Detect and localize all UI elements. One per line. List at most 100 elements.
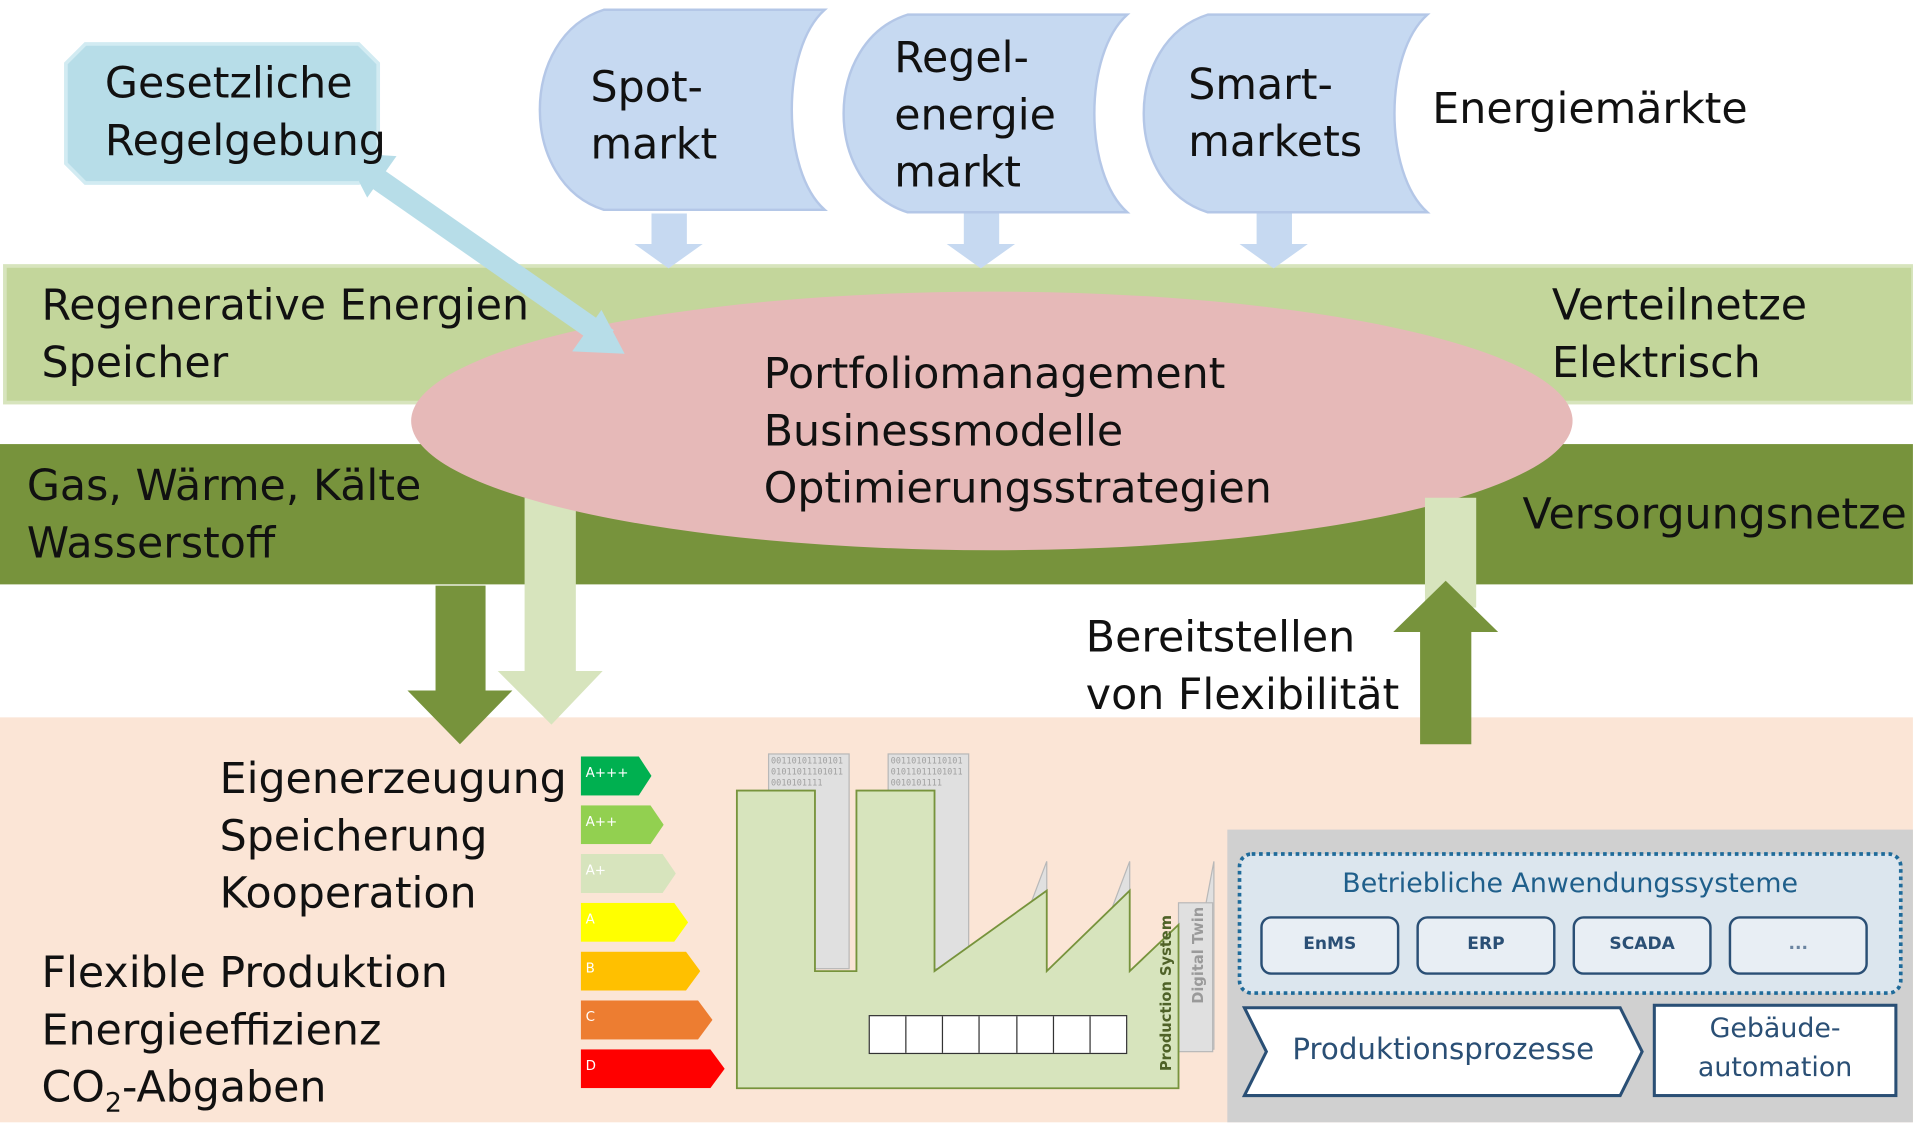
storage-bottom-line: Speicherung — [219, 812, 488, 862]
flexibility-label: Bereitstellen von Flexibilität — [1086, 610, 1399, 725]
building-automation-label: Gebäude- automation — [1654, 1010, 1896, 1088]
flexible-production-line: Flexible Produktion — [41, 949, 448, 998]
co2-subscript: 2 — [104, 1088, 122, 1119]
band-electric-left-label: Regenerative Energien Speicher — [41, 278, 529, 393]
factory-window — [1017, 1016, 1054, 1053]
hydrogen-line: Wasserstoff — [26, 519, 276, 569]
energy-label-a2plus — [580, 805, 664, 845]
electric-line: Elektrisch — [1551, 339, 1761, 388]
flex-up-arrow — [1393, 580, 1499, 745]
erp-box-shape — [1416, 916, 1556, 975]
production-system-label: Production System — [1157, 915, 1175, 1072]
energy-label-text-a3plus: A+++ — [585, 764, 629, 781]
smart-down-arrow — [1239, 213, 1308, 269]
production-process-shape — [1241, 1006, 1644, 1098]
legal-double-arrow — [344, 152, 625, 354]
building-automation-shape — [1652, 1003, 1898, 1098]
spot-line-1: Spot- — [590, 63, 703, 113]
regel-line-2: energie — [894, 91, 1056, 141]
self-generation-list: Eigenerzeugung Speicherung Kooperation — [220, 752, 567, 924]
scada-box-shape — [1572, 916, 1712, 975]
spot-down-arrow — [634, 213, 703, 269]
binary-text-right: 00110101110101010110111010110010101111 — [890, 756, 963, 789]
scada-box: SCADA — [1609, 934, 1675, 955]
factory-window — [943, 1016, 981, 1053]
energy-efficiency-line: Energieeffizienz — [41, 1006, 382, 1056]
more-box-shape — [1728, 916, 1868, 975]
factory-body — [735, 789, 1180, 1090]
regel-market-shape — [842, 13, 1131, 214]
enms-box-shape — [1260, 916, 1400, 975]
spot-market-label: Spot- markt — [590, 60, 717, 175]
regel-line-1: Regel- — [894, 34, 1029, 83]
factory-window — [1054, 1016, 1091, 1053]
factory-window — [907, 1016, 944, 1053]
co2-rest: -Abgaben — [122, 1063, 327, 1113]
portfolio-label: Portfoliomanagement Businessmodelle Opti… — [764, 346, 1272, 518]
production-process-label: Produktionsprozesse — [1292, 1032, 1595, 1067]
energy-label-text-aplus: A+ — [585, 862, 607, 879]
legal-box — [64, 42, 381, 185]
portfolio-line-3: Optimierungsstrategien — [763, 464, 1272, 514]
erp-box: ERP — [1467, 934, 1505, 955]
portfolio-ellipse — [411, 291, 1573, 551]
storage-line: Speicher — [41, 339, 229, 388]
light-down-arrow — [497, 497, 603, 725]
smart-market-label: Smart- markets — [1188, 57, 1362, 172]
energy-label-text-c: C — [585, 1008, 595, 1025]
gas-heat-line: Gas, Wärme, Kälte — [26, 462, 422, 512]
enms-box: EnMS — [1303, 934, 1357, 955]
regel-market-label: Regel- energie markt — [894, 31, 1056, 203]
co2-line: CO2-Abgaben — [41, 1060, 447, 1123]
energy-label-c — [580, 1000, 713, 1040]
factory-window — [1090, 1016, 1126, 1053]
cooperation-line: Kooperation — [219, 869, 477, 919]
energy-label-text-a2plus: A++ — [585, 813, 618, 830]
factory-window — [980, 1016, 1017, 1053]
energy-label-text-a: A — [585, 911, 595, 928]
co2-main: CO — [41, 1063, 105, 1113]
more-box: ... — [1788, 934, 1809, 955]
energy-label-b — [580, 951, 701, 991]
energy-label-text-d: D — [585, 1057, 596, 1074]
it-systems-title: Betriebliche Anwendungssysteme — [1342, 868, 1798, 900]
legal-line-2: Regelgebung — [104, 117, 386, 166]
distribution-line: Verteilnetze — [1551, 281, 1808, 331]
flexible-production-list: Flexible Produktion Energieeffizienz CO2… — [41, 946, 447, 1123]
energy-markets-title: Energiemärkte — [1432, 85, 1748, 135]
energy-label-a3plus — [580, 756, 652, 796]
energy-label-a — [580, 902, 689, 942]
energy-label-d — [580, 1049, 725, 1089]
band-electric-right-label: Verteilnetze Elektrisch — [1552, 278, 1807, 393]
spot-line-2: markt — [590, 120, 718, 170]
flex-line-1: Bereitstellen — [1085, 613, 1356, 663]
regel-line-3: markt — [894, 148, 1022, 198]
portfolio-line-1: Portfoliomanagement — [763, 350, 1226, 399]
binary-text-left: 00110101110101010110111010110010101111 — [771, 756, 844, 789]
band-supply-left-label: Gas, Wärme, Kälte Wasserstoff — [27, 459, 421, 574]
building-line-1: Gebäude- — [1709, 1013, 1841, 1045]
energy-label-scale: A+++ A++ A+ A B C D — [580, 756, 727, 1089]
building-line-2: automation — [1697, 1052, 1853, 1084]
dark-down-arrow — [407, 585, 513, 745]
factory-window — [870, 1016, 907, 1053]
smart-line-2: markets — [1188, 118, 1363, 168]
energy-label-text-b: B — [585, 960, 595, 976]
legal-label: Gesetzliche Regelgebung — [105, 56, 386, 171]
band-supply-right-label: Versorgungsnetze — [1522, 490, 1907, 540]
energy-label-aplus — [580, 854, 676, 894]
regel-down-arrow — [946, 213, 1016, 269]
digital-twin-label: Digital Twin — [1189, 906, 1207, 1004]
factory-window-row — [868, 1015, 1128, 1055]
self-generation-line: Eigenerzeugung — [219, 755, 567, 804]
legal-line-1: Gesetzliche — [104, 59, 353, 109]
flex-line-2: von Flexibilität — [1085, 671, 1400, 720]
spot-market-shape — [538, 8, 828, 212]
renewables-line: Regenerative Energien — [41, 281, 530, 331]
smart-line-1: Smart- — [1188, 61, 1333, 110]
portfolio-line-2: Businessmodelle — [763, 407, 1124, 457]
smart-market-shape — [1142, 13, 1431, 214]
